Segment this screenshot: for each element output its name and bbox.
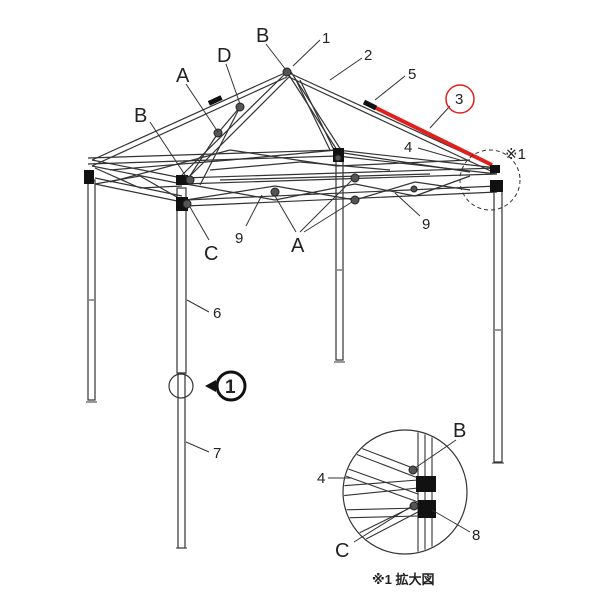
marker-1-badge [215,370,247,402]
label-6: 6 [213,305,221,322]
joints [182,67,418,209]
detail-label-4: 4 [317,470,325,487]
label-B-top: B [256,25,269,47]
leg-front-left-upper [176,187,187,374]
label-7: 7 [213,445,221,462]
leg-back-left [87,179,96,401]
detail-label-8: 8 [472,527,480,544]
label-4: 4 [404,139,412,156]
labels: A D B 1 2 5 3 4 ※1 B C 9 9 A 6 7 1 B 4 8… [134,25,526,587]
detail-circle [342,429,468,555]
roof-frame [87,71,498,207]
label-C-left: C [204,243,218,265]
label-1: 1 [322,30,330,47]
leg-front-left-lower [177,372,186,549]
marker-1-text: 1 [225,377,236,398]
label-3-circle [445,84,475,114]
label-callout-ref: ※1 [505,146,526,163]
detail-caption: ※1 拡大図 [372,572,434,587]
detail-label-B: B [453,420,466,442]
label-3: 3 [455,91,463,108]
label-B-left: B [134,105,147,127]
label-9-left: 9 [235,230,243,247]
detail-view [328,429,471,555]
label-A-bottom: A [291,235,305,257]
leaders [149,39,461,453]
highlight-part-3 [371,104,493,167]
label-D: D [217,45,231,67]
label-2: 2 [364,47,372,64]
label-9-right: 9 [422,216,430,233]
marker-arrow-icon [205,380,216,392]
detail-label-C: C [335,540,349,562]
leg-front-right [493,189,503,463]
label-A-left: A [176,65,190,87]
label-5: 5 [408,66,416,83]
callout-circle [459,149,521,211]
leg-marker-circle [168,373,194,399]
